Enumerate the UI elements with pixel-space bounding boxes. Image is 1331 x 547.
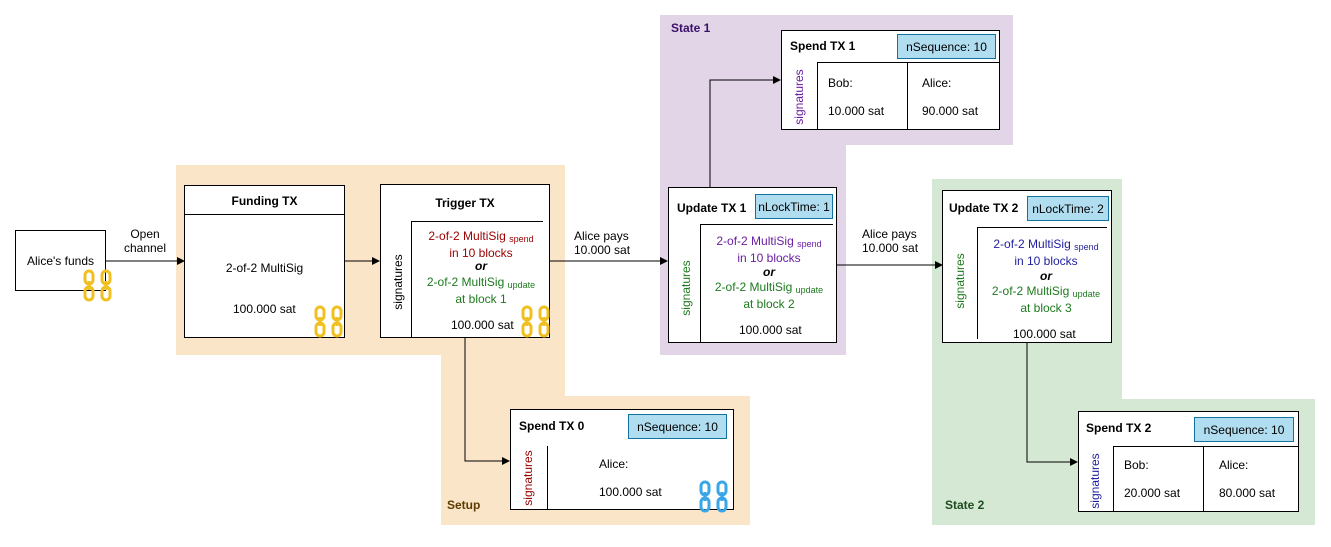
spend-tx-1-sig-divider (817, 62, 818, 130)
update-tx-1-sig-divider (700, 224, 701, 343)
trigger-tx-update-condition: 2-of-2 MultiSig update at block 1 (426, 275, 536, 306)
trigger-tx-spend-condition: 2-of-2 MultiSig spend in 10 blocks (428, 229, 534, 260)
setup-label: Setup (447, 498, 481, 512)
spend-tx-2-sig-divider (1113, 446, 1114, 512)
spend-tx-0-amount: 100.000 sat (599, 485, 662, 499)
trigger-tx-or: or (475, 259, 487, 273)
update-tx-1-box: Update TX 1 nLockTime: 1 signatures 2-of… (668, 187, 837, 343)
alice-funds-label: Alice's funds (27, 253, 94, 268)
update-tx-1-spend-condition: 2-of-2 MultiSig spend in 10 blocks (716, 234, 822, 265)
spend-tx-2-title: Spend TX 2 (1086, 421, 1152, 435)
spend-tx-0-signatures: signatures (521, 450, 535, 506)
spend-tx-2-party-divider (1203, 446, 1204, 512)
spend-tx-1-alice-label: Alice: (922, 76, 952, 90)
spend-tx-1-nsequence-badge: nSequence: 10 (897, 34, 996, 59)
funding-tx-box: Funding TX 2-of-2 MultiSig 100.000 sat (184, 185, 345, 338)
trigger-tx-box: Trigger TX signatures 2-of-2 MultiSig sp… (380, 184, 550, 338)
funding-tx-title: Funding TX (231, 194, 298, 208)
arrow-update1-to-spend1 (709, 76, 781, 187)
state1-label: State 1 (671, 21, 711, 35)
funding-tx-divider (185, 214, 344, 215)
chain-icon (699, 480, 728, 513)
spend-tx-1-bob-amount: 10.000 sat (828, 104, 885, 118)
spend-tx-2-bob-label: Bob: (1124, 458, 1149, 472)
update-tx-1-signatures: signatures (679, 260, 693, 316)
update-tx-1-update-condition: 2-of-2 MultiSig update at block 2 (714, 280, 824, 311)
spend-tx-2-alice-amount: 80.000 sat (1219, 486, 1276, 500)
update-tx-2-signatures: signatures (953, 253, 967, 309)
trigger-tx-sig-divider (411, 221, 412, 338)
spend-tx-1-divider (817, 62, 999, 63)
spend-tx-2-box: Spend TX 2 nSequence: 10 signatures Bob:… (1078, 411, 1299, 512)
update-tx-2-title: Update TX 2 (949, 201, 1019, 215)
update-tx-2-divider (977, 227, 1107, 228)
spend-tx-2-bob-amount: 20.000 sat (1124, 486, 1181, 500)
arrow-trigger-to-spend0 (464, 338, 510, 465)
spend-tx-2-signatures: signatures (1088, 453, 1102, 509)
funding-tx-script: 2-of-2 MultiSig (225, 261, 304, 275)
state2-label: State 2 (945, 498, 985, 512)
alice-funds-box: Alice's funds (15, 230, 106, 291)
spend-tx-0-title: Spend TX 0 (519, 419, 585, 433)
spend-tx-0-party: Alice: (599, 457, 629, 471)
update-tx-1-or: or (763, 265, 775, 279)
update-tx-2-sig-divider (977, 227, 978, 339)
spend-tx-1-signatures: signatures (792, 69, 806, 125)
trigger-tx-title: Trigger TX (435, 196, 495, 210)
update-tx-2-update-condition: 2-of-2 MultiSig update at block 3 (991, 284, 1101, 315)
update-tx-2-spend-condition: 2-of-2 MultiSig spend in 10 blocks (993, 237, 1099, 268)
chain-icon (83, 269, 112, 302)
funding-tx-amount: 100.000 sat (233, 302, 296, 316)
update-tx-1-nlocktime-badge: nLockTime: 1 (755, 194, 833, 219)
chain-icon (314, 305, 343, 338)
update-tx-1-divider (700, 224, 833, 225)
trigger-tx-signatures: signatures (391, 254, 405, 310)
update-tx-2-or: or (1040, 269, 1052, 283)
update-tx-1-amount: 100.000 sat (739, 323, 802, 337)
spend-tx-0-nsequence-badge: nSequence: 10 (628, 414, 727, 439)
spend-tx-1-alice-amount: 90.000 sat (922, 104, 979, 118)
spend-tx-2-alice-label: Alice: (1219, 458, 1249, 472)
spend-tx-1-bob-label: Bob: (828, 76, 853, 90)
spend-tx-1-title: Spend TX 1 (790, 39, 856, 53)
chain-icon (521, 305, 550, 338)
spend-tx-0-sig-divider (547, 446, 548, 510)
update-tx-2-box: Update TX 2 nLockTime: 2 signatures 2-of… (942, 190, 1112, 343)
update-tx-2-nlocktime-badge: nLockTime: 2 (1027, 196, 1109, 221)
spend-tx-0-box: Spend TX 0 nSequence: 10 signatures Alic… (510, 409, 734, 510)
trigger-tx-amount: 100.000 sat (451, 318, 514, 332)
update-tx-2-amount: 100.000 sat (1013, 327, 1076, 341)
trigger-tx-divider (411, 221, 543, 222)
spend-tx-1-box: Spend TX 1 nSequence: 10 signatures Bob:… (781, 30, 1000, 130)
arrow-update2-to-spend2 (1026, 343, 1078, 466)
update-tx-1-title: Update TX 1 (677, 201, 747, 215)
spend-tx-1-party-divider (907, 62, 908, 130)
spend-tx-2-nsequence-badge: nSequence: 10 (1194, 417, 1294, 442)
spend-tx-2-divider (1113, 446, 1298, 447)
